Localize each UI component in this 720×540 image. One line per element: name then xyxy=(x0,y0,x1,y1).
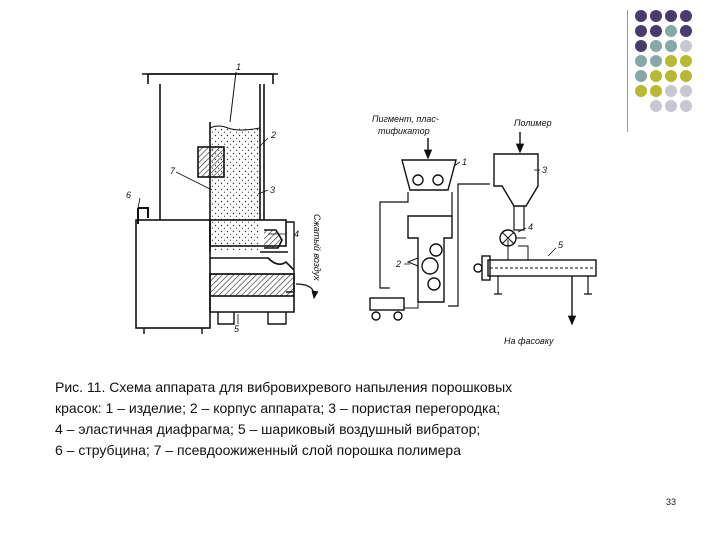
decorative-dot xyxy=(650,100,662,112)
extruder-body xyxy=(487,259,597,277)
right-label-3: 3 xyxy=(542,165,547,175)
right-label-5: 5 xyxy=(558,240,564,250)
elastic-diaphragm xyxy=(210,257,295,271)
polymer-hopper xyxy=(493,153,539,207)
decorative-dot xyxy=(665,25,677,37)
decorative-dot-grid xyxy=(635,10,692,112)
decorative-dot xyxy=(635,85,647,97)
compressed-air-label: Сжатый воздух xyxy=(312,214,322,281)
caption-line: Рис. 11. Схема аппарата для вибровихрево… xyxy=(55,379,513,395)
mixer-unit xyxy=(407,215,453,303)
label-4: 4 xyxy=(294,229,299,239)
decorative-dot xyxy=(665,70,677,82)
decorative-dot xyxy=(635,40,647,52)
page-number: 33 xyxy=(666,497,677,507)
decorative-dot xyxy=(665,100,677,112)
decorative-dot xyxy=(650,40,662,52)
right-label-2: 2 xyxy=(395,259,401,269)
decorative-dot xyxy=(650,70,662,82)
pigment-hopper xyxy=(401,159,457,191)
pigment-plasticizer-label-line2: тификатор xyxy=(378,126,430,136)
apparatus-top-cap xyxy=(147,73,274,84)
pigment-plasticizer-label-line1: Пигмент, плас- xyxy=(372,114,439,124)
porous-partition xyxy=(264,229,283,249)
label-6: 6 xyxy=(126,190,131,200)
right-process-scheme xyxy=(369,132,597,326)
decorative-dot xyxy=(635,10,647,22)
decorative-dot xyxy=(680,55,692,67)
decorative-dot xyxy=(680,10,692,22)
decorative-dot xyxy=(680,25,692,37)
decorative-dot xyxy=(680,40,692,52)
decorative-dot xyxy=(665,55,677,67)
decorative-dot xyxy=(680,70,692,82)
polymer-label: Полимер xyxy=(514,118,552,128)
label-7: 7 xyxy=(170,166,176,176)
right-label-4: 4 xyxy=(528,222,533,232)
decorative-dot xyxy=(635,25,647,37)
decorative-dot xyxy=(635,55,647,67)
decorative-dot xyxy=(680,100,692,112)
decorative-dot xyxy=(650,10,662,22)
left-apparatus xyxy=(135,71,319,334)
apparatus-housing xyxy=(135,219,211,329)
decorative-dot xyxy=(665,40,677,52)
label-1: 1 xyxy=(236,62,241,72)
apparatus-schematic-figure: 1 2 7 6 3 4 5 Сжатый воздух xyxy=(126,62,597,346)
caption-line: красок: 1 – изделие; 2 – корпус аппарата… xyxy=(55,400,501,416)
decorative-dot xyxy=(665,85,677,97)
decorative-dot xyxy=(650,85,662,97)
workpiece-item xyxy=(197,146,225,178)
caption-line: 6 – струбцина; 7 – псевдоожиженный слой … xyxy=(55,442,461,458)
figure-caption: Рис. 11. Схема аппарата для вибровихрево… xyxy=(55,377,675,461)
decorative-dot xyxy=(650,55,662,67)
clamp xyxy=(137,207,149,224)
right-label-1: 1 xyxy=(462,157,467,167)
label-3: 3 xyxy=(270,185,275,195)
decorative-dot xyxy=(665,10,677,22)
caption-line: 4 – эластичная диафрагма; 5 – шариковый … xyxy=(55,421,481,437)
decorative-dot xyxy=(680,85,692,97)
label-2: 2 xyxy=(270,130,276,140)
decorative-dot xyxy=(635,70,647,82)
transport-cart xyxy=(369,297,405,311)
label-5: 5 xyxy=(234,324,240,334)
decorative-vertical-line xyxy=(627,10,628,132)
decorative-dot xyxy=(650,25,662,37)
packing-label: На фасовку xyxy=(504,336,554,346)
